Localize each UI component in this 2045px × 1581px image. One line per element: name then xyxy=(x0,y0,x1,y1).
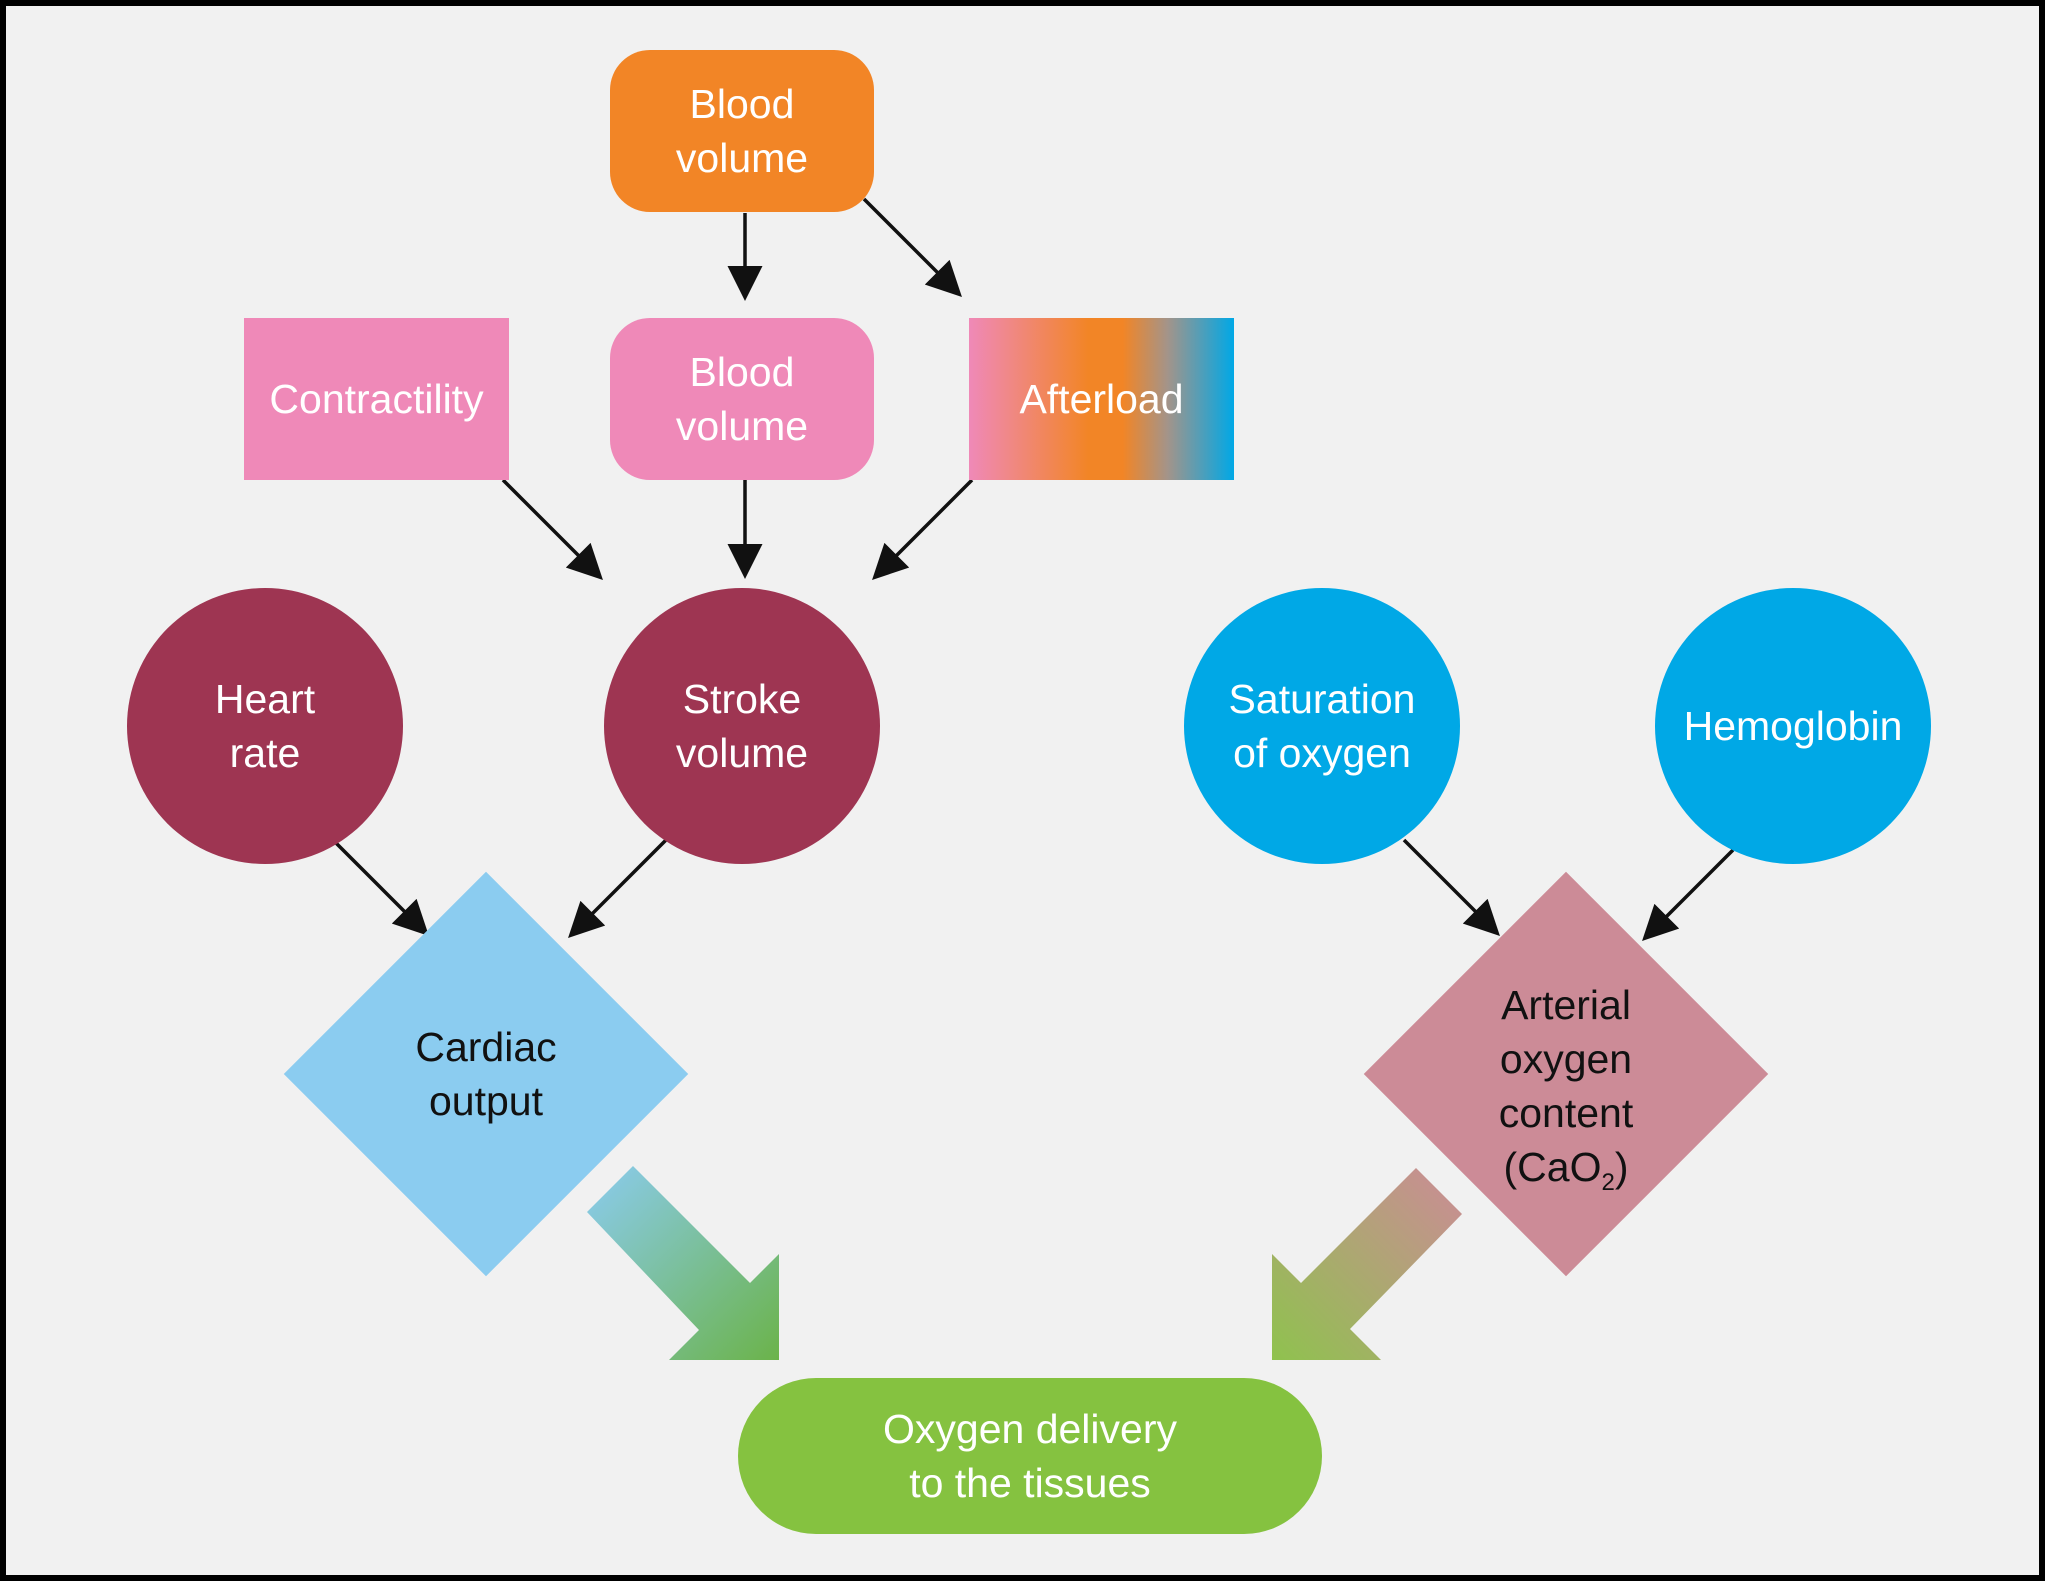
arterial-line-3: content xyxy=(1498,1090,1634,1136)
oxygen-delivery-node: Oxygen delivery to the tissues xyxy=(738,1378,1322,1534)
oxygen-delivery-line-2: to the tissues xyxy=(909,1460,1151,1506)
arterial-line-1: Arterial xyxy=(1501,982,1631,1028)
big-arrow-cardiacoutput-to-delivery xyxy=(587,1166,779,1360)
cardiac-output-line-2: output xyxy=(429,1078,543,1124)
cao2-formula: (CaO2) xyxy=(1499,1140,1634,1197)
afterload-label: Afterload xyxy=(1019,376,1184,422)
contractility-node: Contractility xyxy=(244,318,509,480)
arrow-afterload-to-strokevolume xyxy=(872,478,974,580)
cao2-subscript: 2 xyxy=(1601,1169,1615,1197)
saturation-of-oxygen-node: Saturation of oxygen xyxy=(1184,588,1460,864)
saturation-line-2: of oxygen xyxy=(1233,730,1411,776)
cardiac-output-line-1: Cardiac xyxy=(415,1024,557,1070)
heart-rate-node: Heart rate xyxy=(127,588,403,864)
heart-rate-line-1: Heart xyxy=(214,676,316,722)
arrow-bloodvolume-to-afterload xyxy=(862,197,962,297)
arrow-saturation-to-arterialcontent xyxy=(1402,838,1500,936)
arterial-line-2: oxygen xyxy=(1499,1036,1633,1082)
blood-volume-mid-node: Blood volume xyxy=(610,318,874,480)
arrow-strokevolume-to-cardiacoutput xyxy=(568,838,668,938)
hemoglobin-label: Hemoglobin xyxy=(1683,703,1903,749)
big-arrow-arterialcontent-to-delivery xyxy=(1272,1168,1462,1360)
afterload-node: Afterload xyxy=(969,318,1234,480)
arrow-contractility-to-strokevolume xyxy=(501,478,603,580)
stroke-volume-line-2: volume xyxy=(675,730,809,776)
heart-rate-line-2: rate xyxy=(229,730,301,776)
arrow-layer xyxy=(331,197,1735,1360)
blood-volume-mid-line-2: volume xyxy=(675,403,809,449)
cao2-suffix: ) xyxy=(1614,1144,1629,1190)
saturation-line-1: Saturation xyxy=(1228,676,1416,722)
arrow-heartrate-to-cardiacoutput xyxy=(331,838,429,936)
blood-volume-top-line-2: volume xyxy=(675,135,809,181)
blood-volume-top-line-1: Blood xyxy=(689,81,795,127)
cardiac-output-label: Cardiac output xyxy=(337,1024,635,1124)
arrow-hemoglobin-to-arterialcontent xyxy=(1642,848,1735,941)
oxygen-delivery-line-1: Oxygen delivery xyxy=(883,1406,1177,1452)
stroke-volume-node: Stroke volume xyxy=(604,588,880,864)
blood-volume-mid-line-1: Blood xyxy=(689,349,795,395)
arterial-oxygen-content-label: Arterial oxygen content (CaO2) xyxy=(1416,966,1716,1206)
blood-volume-top-node: Blood volume xyxy=(610,50,874,212)
stroke-volume-line-1: Stroke xyxy=(682,676,802,722)
hemoglobin-node: Hemoglobin xyxy=(1655,588,1931,864)
contractility-label: Contractility xyxy=(269,376,484,422)
diagram-canvas: Blood volume Contractility Blood volume … xyxy=(6,6,2039,1575)
cao2-prefix: (CaO xyxy=(1503,1144,1602,1190)
